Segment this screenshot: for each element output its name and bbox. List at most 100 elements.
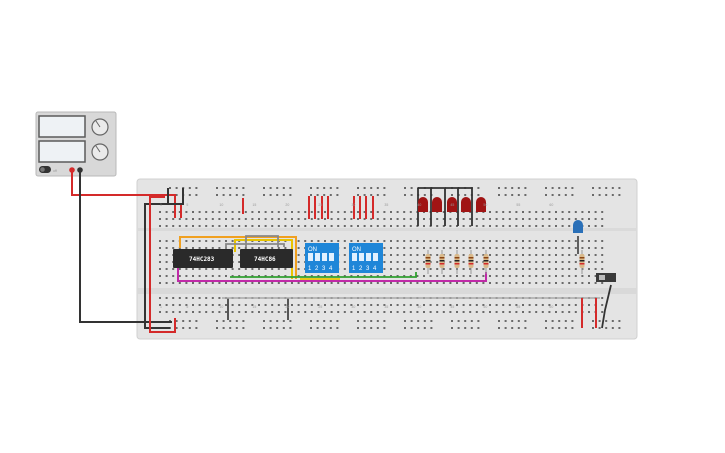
breadboard-hole[interactable] bbox=[475, 225, 478, 227]
breadboard-hole[interactable] bbox=[192, 240, 194, 242]
breadboard-hole[interactable] bbox=[291, 225, 293, 227]
breadboard-hole[interactable] bbox=[541, 268, 544, 270]
breadboard-hole[interactable] bbox=[508, 268, 511, 270]
breadboard-hole[interactable] bbox=[323, 187, 326, 189]
breadboard-hole[interactable] bbox=[244, 225, 247, 227]
breadboard-hole[interactable] bbox=[594, 254, 597, 256]
breadboard-hole[interactable] bbox=[198, 211, 201, 213]
breadboard-hole[interactable] bbox=[541, 311, 544, 313]
breadboard-hole[interactable] bbox=[555, 254, 557, 256]
breadboard-hole[interactable] bbox=[198, 240, 201, 242]
breadboard-hole[interactable] bbox=[469, 304, 472, 306]
breadboard-hole[interactable] bbox=[482, 261, 485, 263]
breadboard-hole[interactable] bbox=[423, 320, 426, 322]
breadboard-hole[interactable] bbox=[477, 187, 480, 189]
breadboard-hole[interactable] bbox=[192, 282, 194, 284]
breadboard-hole[interactable] bbox=[581, 240, 584, 242]
breadboard-hole[interactable] bbox=[297, 211, 300, 213]
breadboard-hole[interactable] bbox=[343, 268, 346, 270]
breadboard-hole[interactable] bbox=[317, 225, 320, 227]
breadboard-hole[interactable] bbox=[594, 211, 597, 213]
breadboard-hole[interactable] bbox=[436, 247, 439, 249]
breadboard-hole[interactable] bbox=[376, 304, 379, 306]
breadboard-hole[interactable] bbox=[489, 254, 491, 256]
breadboard-hole[interactable] bbox=[594, 240, 597, 242]
breadboard-hole[interactable] bbox=[396, 261, 399, 263]
breadboard-hole[interactable] bbox=[482, 268, 485, 270]
breadboard-hole[interactable] bbox=[409, 275, 412, 277]
breadboard-hole[interactable] bbox=[423, 311, 425, 313]
breadboard-hole[interactable] bbox=[449, 282, 452, 284]
breadboard-hole[interactable] bbox=[383, 187, 386, 189]
breadboard-hole[interactable] bbox=[310, 225, 313, 227]
breadboard-hole[interactable] bbox=[211, 311, 214, 313]
breadboard-hole[interactable] bbox=[225, 304, 227, 306]
breadboard-hole[interactable] bbox=[429, 261, 432, 263]
breadboard-hole[interactable] bbox=[464, 194, 467, 196]
breadboard-hole[interactable] bbox=[178, 218, 181, 220]
breadboard-hole[interactable] bbox=[172, 304, 175, 306]
breadboard-hole[interactable] bbox=[592, 187, 594, 189]
breadboard-hole[interactable] bbox=[185, 304, 188, 306]
breadboard-hole[interactable] bbox=[423, 247, 425, 249]
breadboard-hole[interactable] bbox=[528, 211, 531, 213]
breadboard-hole[interactable] bbox=[449, 268, 452, 270]
breadboard-hole[interactable] bbox=[390, 225, 392, 227]
breadboard-hole[interactable] bbox=[535, 225, 538, 227]
breadboard-hole[interactable] bbox=[231, 275, 234, 277]
breadboard-hole[interactable] bbox=[271, 247, 274, 249]
breadboard-hole[interactable] bbox=[317, 304, 320, 306]
breadboard-hole[interactable] bbox=[618, 327, 621, 329]
breadboard-hole[interactable] bbox=[489, 282, 491, 284]
breadboard-hole[interactable] bbox=[429, 311, 432, 313]
breadboard-hole[interactable] bbox=[178, 275, 181, 277]
breadboard-hole[interactable] bbox=[216, 194, 218, 196]
breadboard-hole[interactable] bbox=[564, 327, 567, 329]
breadboard-hole[interactable] bbox=[541, 254, 544, 256]
breadboard-hole[interactable] bbox=[469, 275, 472, 277]
breadboard-hole[interactable] bbox=[192, 275, 194, 277]
breadboard-hole[interactable] bbox=[277, 211, 280, 213]
breadboard-hole[interactable] bbox=[363, 194, 366, 196]
breadboard-hole[interactable] bbox=[159, 261, 161, 263]
breadboard-hole[interactable] bbox=[370, 211, 373, 213]
breadboard-hole[interactable] bbox=[291, 311, 293, 313]
breadboard-hole[interactable] bbox=[244, 275, 247, 277]
breadboard-hole[interactable] bbox=[376, 240, 379, 242]
breadboard-hole[interactable] bbox=[330, 304, 333, 306]
breadboard-hole[interactable] bbox=[482, 275, 485, 277]
breadboard-hole[interactable] bbox=[508, 218, 511, 220]
breadboard-hole[interactable] bbox=[502, 304, 505, 306]
breadboard-hole[interactable] bbox=[495, 211, 498, 213]
breadboard-hole[interactable] bbox=[403, 247, 406, 249]
breadboard-hole[interactable] bbox=[330, 211, 333, 213]
breadboard-hole[interactable] bbox=[343, 211, 346, 213]
breadboard-hole[interactable] bbox=[159, 254, 161, 256]
breadboard-hole[interactable] bbox=[508, 311, 511, 313]
breadboard-hole[interactable] bbox=[231, 218, 234, 220]
breadboard-hole[interactable] bbox=[336, 320, 339, 322]
breadboard-hole[interactable] bbox=[535, 211, 538, 213]
breadboard-hole[interactable] bbox=[396, 304, 399, 306]
breadboard-hole[interactable] bbox=[258, 268, 260, 270]
breadboard-hole[interactable] bbox=[594, 282, 597, 284]
breadboard-hole[interactable] bbox=[403, 282, 406, 284]
breadboard-hole[interactable] bbox=[264, 268, 267, 270]
breadboard-hole[interactable] bbox=[409, 240, 412, 242]
breadboard-hole[interactable] bbox=[229, 194, 232, 196]
breadboard-hole[interactable] bbox=[618, 187, 621, 189]
breadboard-hole[interactable] bbox=[178, 297, 181, 299]
breadboard-hole[interactable] bbox=[264, 247, 267, 249]
breadboard-hole[interactable] bbox=[588, 254, 590, 256]
breadboard-hole[interactable] bbox=[403, 268, 406, 270]
breadboard-hole[interactable] bbox=[548, 282, 551, 284]
breadboard-hole[interactable] bbox=[522, 247, 524, 249]
breadboard-hole[interactable] bbox=[477, 320, 480, 322]
breadboard-hole[interactable] bbox=[277, 247, 280, 249]
breadboard-hole[interactable] bbox=[159, 297, 161, 299]
breadboard-hole[interactable] bbox=[594, 218, 597, 220]
breadboard-hole[interactable] bbox=[504, 320, 507, 322]
breadboard-hole[interactable] bbox=[528, 247, 531, 249]
breadboard-hole[interactable] bbox=[192, 311, 194, 313]
breadboard-hole[interactable] bbox=[178, 225, 181, 227]
